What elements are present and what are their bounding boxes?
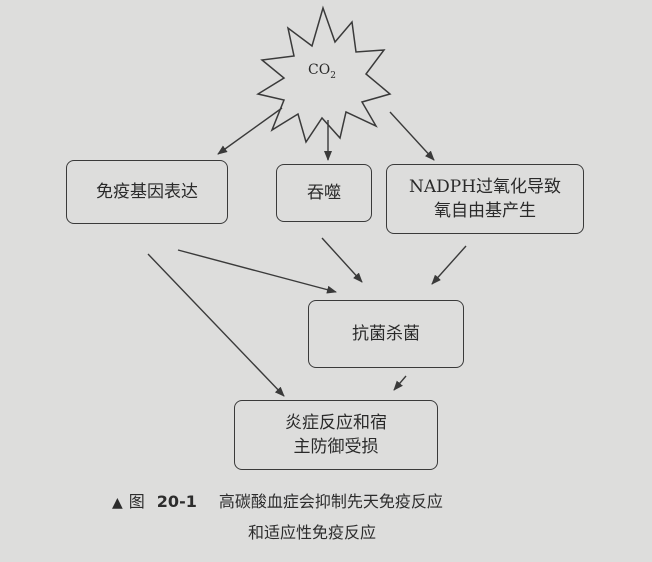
node-phagocytosis: 吞噬 bbox=[276, 164, 372, 222]
arrow-co2-to-immune-gene bbox=[217, 107, 283, 155]
node-antibacterial-label: 抗菌杀菌 bbox=[352, 324, 420, 344]
co2-label: CO2 bbox=[292, 62, 352, 81]
arrow-immune-gene-to-inflammation bbox=[147, 253, 285, 397]
node-immune-gene-label: 免疫基因表达 bbox=[96, 182, 198, 202]
figure-caption: ▲ 图 20-1 高碳酸血症会抑制先天免疫反应 和适应性免疫反应 bbox=[112, 487, 572, 548]
node-inflammation-label-line2: 主防御受损 bbox=[293, 437, 379, 457]
arrow-immune-gene-to-antibacterial bbox=[177, 249, 337, 294]
arrow-phagocytosis-to-antibacterial bbox=[321, 237, 363, 283]
node-nadph-oxidation: NADPH过氧化导致 氧自由基产生 bbox=[386, 164, 584, 234]
node-immune-gene-expression: 免疫基因表达 bbox=[66, 160, 228, 224]
arrow-nadph-to-antibacterial bbox=[431, 245, 467, 285]
node-nadph-label-line1: NADPH过氧化导致 bbox=[408, 177, 562, 197]
caption-line1: 高碳酸血症会抑制先天免疫反应 bbox=[218, 492, 443, 511]
co2-burst bbox=[256, 5, 392, 144]
caption-figure-number: 20-1 bbox=[156, 492, 197, 511]
arrow-co2-to-nadph bbox=[389, 111, 435, 161]
caption-line2: 和适应性免疫反应 bbox=[248, 523, 377, 542]
node-inflammation: 炎症反应和宿 主防御受损 bbox=[234, 400, 438, 470]
arrow-antibacterial-to-inflammation bbox=[393, 375, 407, 391]
node-inflammation-label-line1: 炎症反应和宿 bbox=[285, 413, 387, 433]
node-phagocytosis-label: 吞噬 bbox=[307, 183, 341, 203]
triangle-icon: ▲ bbox=[112, 495, 123, 511]
co2-subscript: 2 bbox=[330, 70, 336, 81]
node-antibacterial: 抗菌杀菌 bbox=[308, 300, 464, 368]
co2-text: CO bbox=[308, 62, 331, 78]
caption-figure-word: 图 bbox=[128, 492, 145, 511]
node-nadph-label-line2: 氧自由基产生 bbox=[434, 201, 536, 221]
